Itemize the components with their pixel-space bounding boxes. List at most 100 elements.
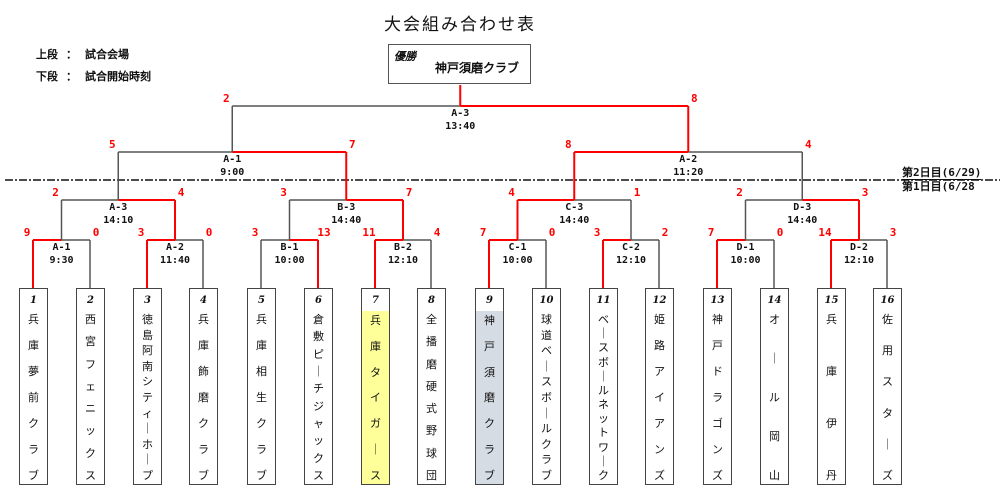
team-name-char: ベ: [541, 344, 552, 358]
team-name: 兵庫伊丹: [818, 314, 845, 482]
team-seed-number: 2: [87, 295, 94, 306]
team-name-char: チ: [313, 382, 324, 396]
team-seed-number: 9: [486, 295, 493, 306]
team-name-char: ネ: [598, 398, 609, 412]
r2-match-2-match-id: B-3: [337, 202, 355, 213]
r1-match-8-match-time: 12:10: [844, 255, 874, 266]
r1-match-4-match-time: 12:10: [388, 255, 418, 266]
r1-match-7-match-id: D-1: [736, 242, 754, 253]
team-name-char: ブ: [256, 469, 267, 482]
team-name-char: ズ: [882, 468, 893, 482]
team-seed-number: 4: [200, 295, 207, 306]
team-name-char: 南: [142, 359, 153, 373]
team-name-char: ゴ: [712, 417, 723, 430]
r1-match-5-left-score: 7: [480, 226, 487, 239]
r2-match-2-left-score: 3: [280, 186, 287, 199]
team-name-char: ボ: [598, 355, 609, 369]
r1-match-1-match-id: A-1: [52, 242, 70, 253]
r1-match-3-match-time: 10:00: [274, 255, 304, 266]
sf-match-2-left-score: 8: [565, 138, 572, 151]
team-name-char: ｜: [541, 359, 552, 373]
final-match-match-time: 13:40: [445, 121, 475, 132]
team-name: 球道ベ｜スボ｜ルクラブ: [533, 314, 560, 482]
team-name-char: 兵: [826, 313, 837, 326]
legend-separator: ：: [66, 48, 77, 61]
team-seed-number: 10: [539, 295, 554, 306]
team-name-char: 佐: [882, 313, 893, 326]
legend-start-time: 下段：試合開始時刻: [36, 68, 151, 84]
r1-match-5-right-score: 0: [549, 226, 556, 239]
team-name: 兵庫相生クラブ: [248, 314, 275, 482]
team-seed-number: 1: [30, 295, 37, 306]
r2-match-1-match-time: 14:10: [103, 215, 133, 226]
final-match-left-score: 2: [223, 92, 230, 105]
team-box: 2 西宮フェニックス: [76, 288, 105, 485]
day-labels: 第2日目(6/29) 第1日目(6/28: [902, 166, 982, 193]
team-name: 神戸ドラゴンズ: [704, 314, 731, 482]
r1-match-8-right-score: 3: [890, 226, 897, 239]
team-name-char: ク: [256, 417, 267, 430]
team-name-char: 阿: [142, 344, 153, 358]
team-name: 全播磨硬式野球団: [418, 314, 445, 482]
team-seed-number: 6: [315, 295, 322, 306]
team-name-char: 島: [142, 328, 153, 342]
team-name-char: ズ: [712, 469, 723, 482]
team-name-char: シ: [142, 375, 153, 389]
r2-match-3-right-score: 1: [634, 186, 641, 199]
team-name-char: ｜: [769, 352, 780, 365]
team-name: 兵庫夢前クラブ: [20, 314, 47, 482]
day2-label: 第2日目(6/29): [902, 166, 982, 180]
team-name-char: 敷: [313, 330, 324, 344]
team-name-char: ク: [484, 417, 495, 431]
final-match-right-score: 8: [691, 92, 698, 105]
team-name-char: 兵: [256, 313, 267, 326]
r2-match-1-match-id: A-3: [109, 202, 127, 213]
team-name-char: ャ: [313, 416, 324, 430]
team-name-char: 庫: [256, 339, 267, 352]
team-seed-number: 5: [258, 295, 265, 306]
team-name-char: 戸: [712, 339, 723, 352]
team-name: 神戸須磨クラブ: [476, 311, 503, 484]
r2-match-3-match-time: 14:40: [559, 215, 589, 226]
team-name-char: ｜: [882, 437, 893, 451]
team-name-char: ホ: [142, 437, 153, 451]
team-name-char: ワ: [598, 440, 609, 454]
team-name-char: ボ: [541, 390, 552, 404]
r1-match-6-right-score: 2: [662, 226, 669, 239]
team-name: 兵庫タイガ｜ス: [362, 311, 389, 484]
r1-match-4-left-score: 11: [362, 226, 376, 239]
team-name-char: ド: [712, 365, 723, 378]
team-name-char: 須: [484, 365, 495, 379]
r2-match-4-left-score: 2: [736, 186, 743, 199]
r1-match-7-right-score: 0: [777, 226, 784, 239]
team-seed-number: 16: [880, 295, 895, 306]
team-name: 西宮フェニックス: [77, 314, 104, 482]
team-name-char: 庫: [370, 339, 381, 353]
team-name-char: ク: [598, 468, 609, 482]
r2-match-2-match-time: 14:40: [331, 215, 361, 226]
team-name-char: 倉: [313, 313, 324, 326]
team-name-char: 路: [654, 339, 665, 352]
sf-match-2-match-id: A-2: [679, 154, 697, 165]
team-name-char: 神: [484, 314, 495, 327]
r1-match-2-match-id: A-2: [166, 242, 184, 253]
r1-match-8-left-score: 14: [818, 226, 832, 239]
team-name-char: ク: [198, 417, 209, 430]
legend-value: 試合会場: [85, 48, 129, 61]
r1-match-1-left-score: 9: [24, 226, 31, 239]
team-box: 5 兵庫相生クラブ: [247, 288, 276, 485]
team-name-char: ラ: [28, 443, 39, 456]
team-name-char: 宮: [85, 335, 96, 349]
team-name-char: 徳: [142, 313, 153, 326]
team-name-char: タ: [882, 406, 893, 420]
sf-match-1-match-id: A-1: [223, 154, 241, 165]
team-name-char: ッ: [85, 424, 96, 438]
r2-match-3-left-score: 4: [508, 186, 515, 199]
team-name-char: 兵: [370, 314, 381, 327]
team-name-char: 兵: [28, 313, 39, 326]
r1-match-6-left-score: 3: [594, 226, 601, 239]
